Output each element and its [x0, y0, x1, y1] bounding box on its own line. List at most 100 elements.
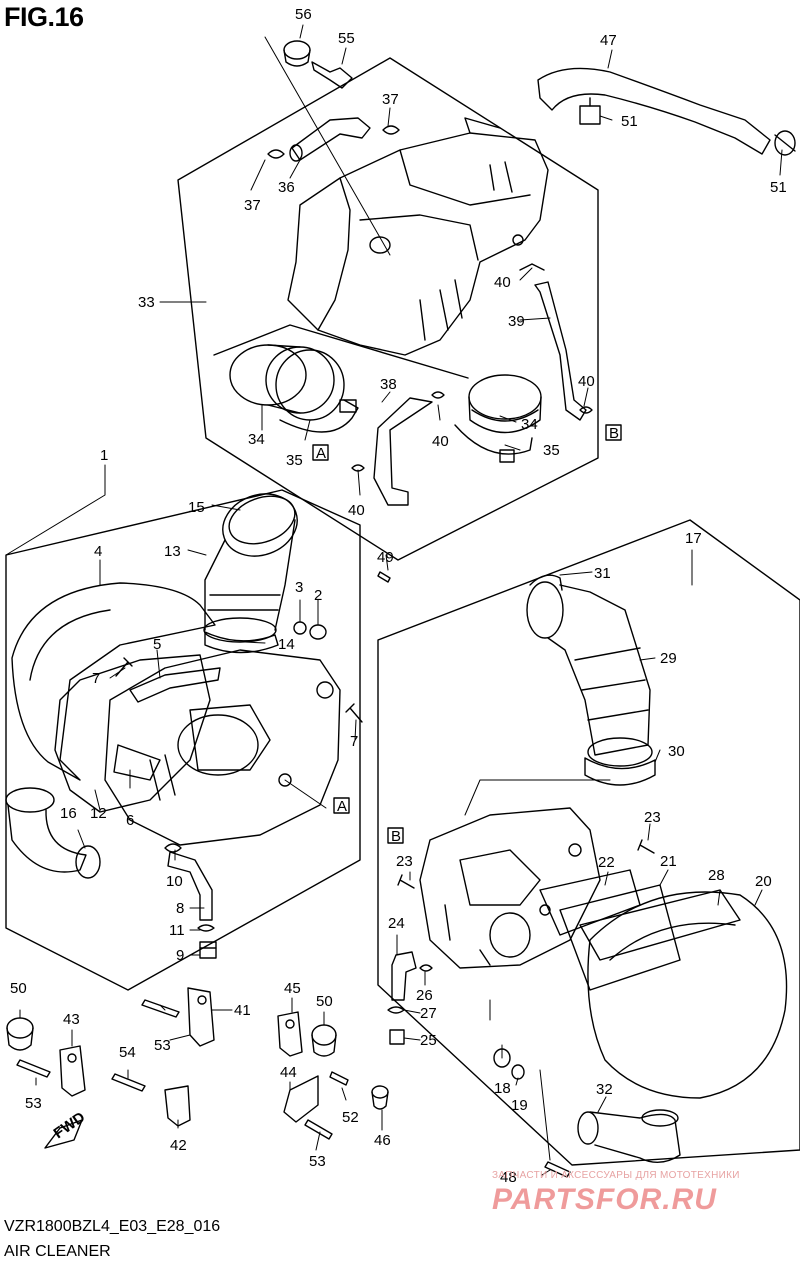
callout-53-mid: 53 [154, 1037, 171, 1054]
callout-3: 3 [295, 579, 303, 596]
callout-10: 10 [166, 873, 183, 890]
leader-lines [5, 24, 783, 1176]
callout-35-right: 35 [543, 442, 560, 459]
callout-28: 28 [708, 867, 725, 884]
clip-40a [519, 263, 545, 271]
screw-7-upper [115, 657, 133, 677]
gasket-5 [129, 667, 221, 703]
intake-duct-32 [577, 1109, 681, 1163]
callout-50-left: 50 [10, 980, 27, 997]
outer-cover-4 [11, 582, 216, 781]
section-name: AIR CLEANER [4, 1243, 111, 1260]
ref-marker-b-upper: B [609, 425, 619, 442]
callout-49: 49 [377, 549, 394, 566]
hose-clip-37a [267, 149, 285, 159]
bolt-53-left [16, 1059, 51, 1078]
callout-8: 8 [176, 900, 184, 917]
ref-marker-box-b-lower [387, 827, 404, 844]
callout-40-b: 40 [578, 373, 595, 390]
clamp-14 [204, 631, 279, 654]
bolt-48 [544, 1161, 571, 1178]
bracket-44 [283, 1075, 319, 1123]
callout-25: 25 [420, 1032, 437, 1049]
ref-marker-b-lower: B [391, 828, 401, 845]
screw-23-upper [637, 839, 655, 854]
callout-33: 33 [138, 294, 155, 311]
callout-47: 47 [600, 32, 617, 49]
callout-14: 14 [278, 636, 295, 653]
callout-48: 48 [500, 1169, 517, 1186]
clamp-35-left [279, 399, 359, 433]
callout-45: 45 [284, 980, 301, 997]
air-cleaner-housing-33 [287, 117, 549, 356]
callout-15: 15 [188, 499, 205, 516]
callout-56: 56 [295, 6, 312, 23]
callout-42: 42 [170, 1137, 187, 1154]
screw-23-left [397, 874, 415, 889]
callout-51-upper: 51 [621, 113, 638, 130]
ref-marker-box-a-upper [312, 444, 329, 461]
filter-element-21 [559, 884, 681, 991]
model-code: VZR1800BZL4_E03_E28_016 [4, 1218, 221, 1235]
housing-assembly-boundary [177, 57, 599, 561]
bracket-42 [164, 1085, 191, 1127]
funnel-seal-15 [228, 495, 296, 545]
callout-52: 52 [342, 1109, 359, 1126]
plug-25 [389, 1029, 405, 1045]
filter-element-6 [113, 744, 161, 781]
callout-21: 21 [660, 853, 677, 870]
damper-50-left [6, 1017, 34, 1051]
callout-36: 36 [278, 179, 295, 196]
ref-marker-box-b-upper [605, 424, 622, 441]
callout-23-left: 23 [396, 853, 413, 870]
collar-19 [511, 1064, 525, 1080]
callout-22: 22 [598, 854, 615, 871]
callout-16: 16 [60, 805, 77, 822]
callout-54: 54 [119, 1044, 136, 1061]
callout-37-upper: 37 [382, 91, 399, 108]
clamp-35-right [454, 424, 533, 463]
screw-49 [377, 571, 391, 583]
drain-hose-24 [391, 951, 417, 1001]
air-cleaner-case-front [104, 649, 341, 846]
callout-46: 46 [374, 1132, 391, 1149]
callout-41: 41 [234, 1002, 251, 1019]
callout-18: 18 [494, 1080, 511, 1097]
air-cleaner-case-rear [419, 807, 601, 969]
damper-50-right [311, 1024, 337, 1057]
front-cleaner-assembly-boundary [5, 489, 361, 991]
bolt-53-mid [141, 999, 180, 1018]
ref-marker-a-lower: A [337, 798, 347, 815]
callout-34-left: 34 [248, 431, 265, 448]
callout-40-a: 40 [494, 274, 511, 291]
clamp-31 [529, 574, 563, 591]
breather-hose-36 [289, 117, 371, 162]
callout-6: 6 [126, 812, 134, 829]
hose-clip-37b [382, 125, 400, 135]
cover-trim-12 [54, 654, 211, 813]
callout-55: 55 [338, 30, 355, 47]
ref-marker-a-upper: A [316, 445, 326, 462]
callout-5: 5 [153, 636, 161, 653]
callout-26: 26 [416, 987, 433, 1004]
callout-44: 44 [280, 1064, 297, 1081]
hose-clamp-51-upper [579, 97, 601, 125]
grommet-46 [371, 1085, 389, 1110]
figure-title: FIG.16 [4, 2, 84, 32]
callout-24: 24 [388, 915, 405, 932]
callout-27: 27 [420, 1005, 437, 1022]
callout-7-upper: 7 [92, 670, 100, 687]
intake-duct-16 [5, 787, 101, 879]
callout-23-upper: 23 [644, 809, 661, 826]
callout-30: 30 [668, 743, 685, 760]
callout-4: 4 [94, 543, 102, 560]
callout-53-right: 53 [309, 1153, 326, 1170]
drain-hose-38 [373, 397, 433, 506]
callout-31: 31 [594, 565, 611, 582]
intake-tube-34-left [229, 344, 345, 421]
clip-10 [164, 843, 182, 853]
drain-hose-8 [167, 851, 213, 921]
callout-7-right: 7 [350, 733, 358, 750]
screw-7-right [345, 703, 363, 723]
drain-hose-39 [534, 281, 587, 421]
